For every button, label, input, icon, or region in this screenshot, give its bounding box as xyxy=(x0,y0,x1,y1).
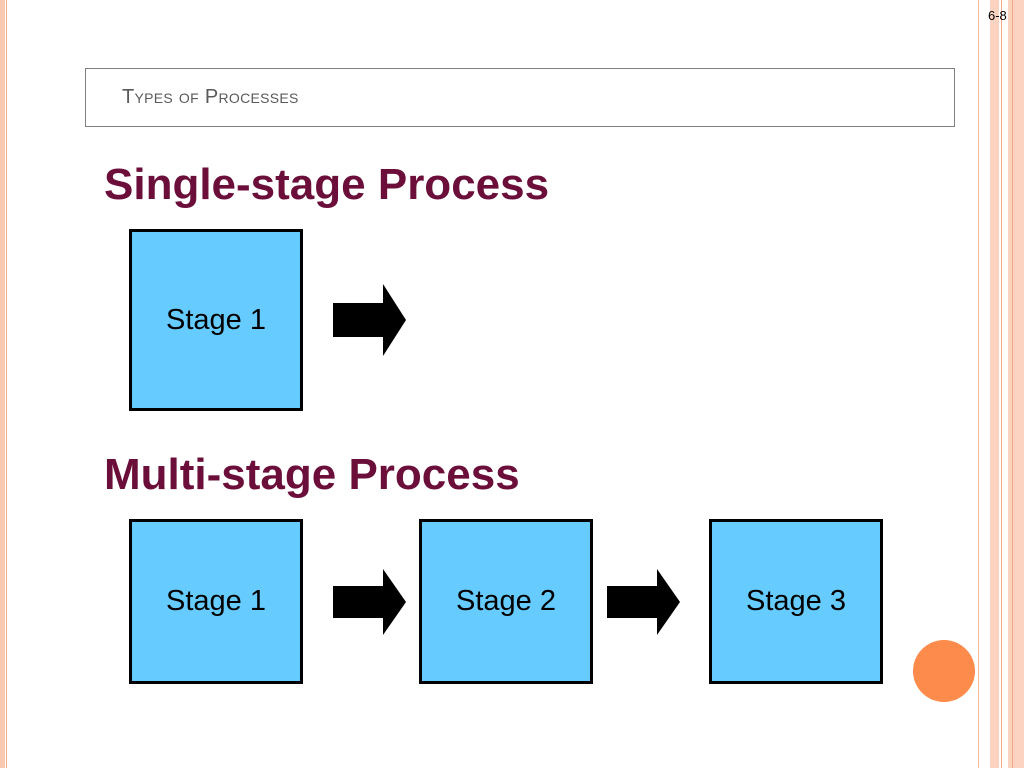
right-stripe xyxy=(978,0,979,768)
multi-stage-box-1: Stage 1 xyxy=(129,519,303,684)
right-stripe xyxy=(990,0,999,768)
multi-stage-box-2: Stage 2 xyxy=(419,519,593,684)
orange-circle-decoration xyxy=(913,640,975,702)
right-stripe xyxy=(1001,0,1002,768)
arrow-right-icon xyxy=(333,569,406,635)
title-box: Types of Processes xyxy=(85,68,955,127)
right-stripe xyxy=(1008,0,1024,768)
stage-label: Stage 1 xyxy=(166,303,266,336)
stage-label: Stage 2 xyxy=(456,585,556,617)
arrow-right-icon xyxy=(333,284,406,356)
arrow-right-icon xyxy=(607,569,680,635)
single-stage-heading: Single-stage Process xyxy=(104,160,550,209)
left-edge-line xyxy=(6,0,7,768)
stage-label: Stage 3 xyxy=(746,585,846,617)
slide-title: Types of Processes xyxy=(122,86,299,108)
stage-label: Stage 1 xyxy=(166,585,266,617)
multi-stage-box-3: Stage 3 xyxy=(709,519,883,684)
page-number: 6-8 xyxy=(988,8,1007,23)
right-stripe xyxy=(1012,0,1013,768)
left-edge-decoration xyxy=(0,0,5,768)
multi-stage-heading: Multi-stage Process xyxy=(104,450,520,499)
single-stage-box-1: Stage 1 xyxy=(129,229,303,411)
